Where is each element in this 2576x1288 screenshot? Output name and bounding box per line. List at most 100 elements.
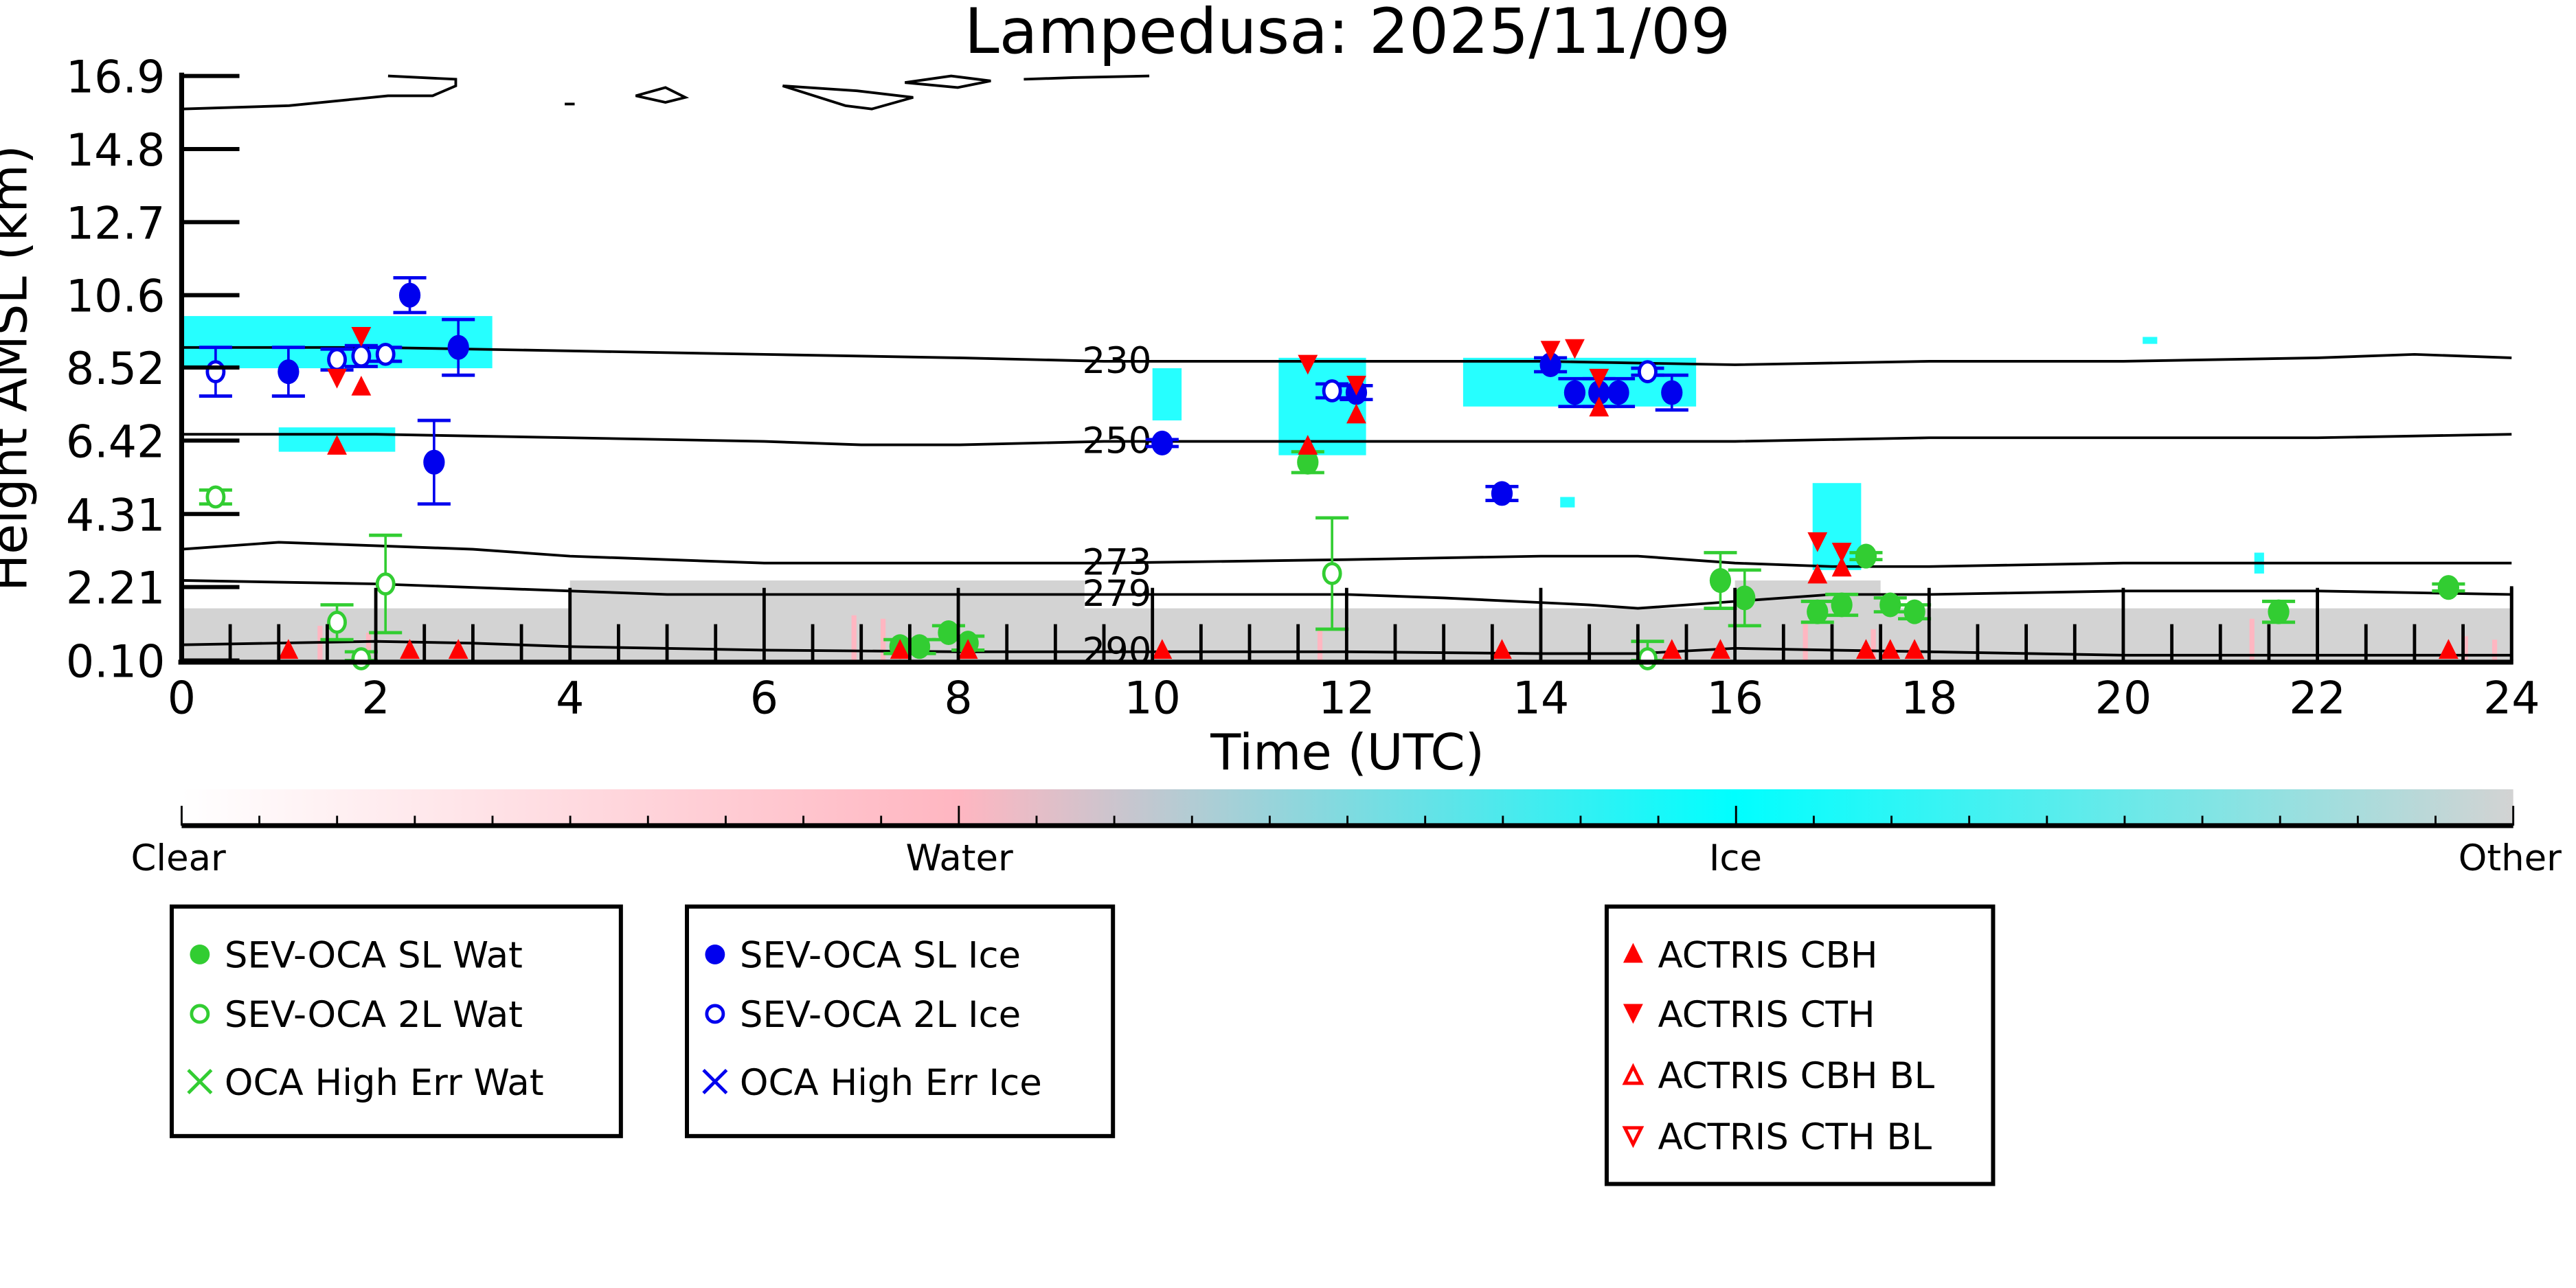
legend-label: SEV-OCA SL Ice — [740, 935, 1021, 977]
marker-sev-oca-sl-ice — [1607, 380, 1629, 405]
open-circle-icon — [190, 1004, 210, 1024]
marker-actris-cbh — [1710, 639, 1730, 659]
open-circle-icon — [705, 1004, 725, 1024]
markers-layer — [199, 275, 2465, 670]
x-axis-title: Time (UTC) — [1210, 724, 1484, 782]
cloud-region-water — [851, 615, 857, 661]
marker-actris-cbh — [890, 639, 910, 659]
legend-label: ACTRIS CTH — [1658, 994, 1875, 1036]
marker-actris-cbh — [1904, 639, 1925, 659]
marker-actris-cth — [1807, 532, 1828, 552]
cloud-region-water — [880, 618, 886, 661]
legend-box — [169, 904, 623, 1138]
marker-sev-oca-sl-ice — [398, 282, 421, 308]
marker-sev-oca-2l-wat — [327, 610, 347, 634]
marker-sev-oca-2l-ice — [351, 344, 372, 368]
marker-actris-cbh — [1589, 396, 1609, 417]
x-mark-icon — [702, 1068, 728, 1095]
marker-sev-oca-sl-ice — [447, 335, 469, 360]
marker-sev-oca-sl-wat — [1855, 543, 1877, 569]
marker-actris-cth — [1346, 375, 1366, 396]
marker-sev-oca-sl-ice — [278, 359, 300, 385]
x-tick-label: 18 — [1901, 673, 1958, 724]
legend-water: SEV-OCA SL Wat SEV-OCA 2L Wat OCA High E… — [169, 904, 623, 1138]
cloud-region-ice — [1812, 483, 1862, 570]
colorbar-label-water: Water — [905, 837, 1013, 879]
marker-actris-cbh — [958, 639, 978, 659]
marker-actris-cth — [1540, 341, 1561, 361]
marker-sev-oca-2l-wat — [1638, 647, 1658, 670]
marker-actris-cth — [1831, 543, 1852, 563]
marker-actris-cbh — [1807, 563, 1828, 584]
marker-actris-cbh — [1298, 435, 1318, 455]
marker-actris-cbh — [327, 435, 347, 455]
cloud-region-water — [1317, 629, 1323, 661]
marker-actris-cbh — [1346, 403, 1366, 424]
marker-sev-oca-2l-ice — [1322, 379, 1342, 403]
marker-actris-cbh — [2438, 639, 2459, 659]
contour-label-290: 290 — [1082, 631, 1151, 673]
colorbar-ticks — [180, 806, 2515, 826]
upper-contours — [181, 74, 1150, 111]
legend-label: SEV-OCA 2L Wat — [225, 994, 523, 1036]
marker-actris-cth — [351, 327, 372, 347]
y-tick-label: 4.31 — [66, 490, 165, 541]
marker-sev-oca-sl-ice — [1563, 380, 1586, 405]
cloud-region-water — [365, 633, 372, 661]
marker-sev-oca-2l-wat — [1322, 562, 1342, 585]
marker-sev-oca-2l-ice — [205, 360, 226, 383]
x-tick-label: 2 — [361, 673, 389, 724]
open-triangle-down-icon — [1622, 1126, 1645, 1149]
x-tick-label: 22 — [2289, 673, 2346, 724]
marker-sev-oca-sl-wat — [1831, 592, 1853, 618]
contour-line-273 — [181, 541, 2512, 568]
y-tick-label: 2.21 — [66, 563, 165, 615]
marker-sev-oca-2l-ice — [327, 348, 347, 372]
x-tick-label: 4 — [556, 673, 584, 724]
marker-actris-cbh — [1856, 639, 1876, 659]
marker-actris-cbh — [1880, 639, 1901, 659]
marker-actris-cbh — [448, 639, 468, 659]
marker-actris-cbh — [1152, 639, 1173, 659]
cloud-region-ice — [1560, 497, 1575, 508]
marker-sev-oca-sl-wat — [2437, 575, 2460, 600]
marker-actris-cbh — [1662, 639, 1682, 659]
marker-sev-oca-2l-wat — [375, 572, 396, 596]
cloud-region-water — [1871, 629, 1876, 661]
legend-box — [684, 904, 1116, 1138]
x-tick-label: 14 — [1513, 673, 1570, 724]
y-tick-label: 6.42 — [66, 416, 165, 468]
contour-line-250 — [181, 433, 2512, 447]
contour-label-230: 230 — [1082, 340, 1151, 382]
open-triangle-up-icon — [1622, 1063, 1645, 1085]
marker-sev-oca-2l-wat — [205, 485, 226, 509]
y-axis-title: Height AMSL (km) — [0, 145, 38, 591]
x-tick-label: 10 — [1124, 673, 1181, 724]
colorbar-label-ice: Ice — [1709, 837, 1762, 879]
y-tick-label: 10.6 — [66, 271, 165, 323]
legend-label: ACTRIS CBH BL — [1658, 1055, 1934, 1097]
contour-label-279: 279 — [1082, 573, 1151, 615]
legend-label: SEV-OCA 2L Ice — [740, 994, 1021, 1036]
marker-actris-cbh — [351, 375, 372, 396]
marker-actris-cbh — [278, 639, 299, 659]
x-tick-label: 8 — [944, 673, 972, 724]
legend-ice: SEV-OCA SL Ice SEV-OCA 2L Ice OCA High E… — [684, 904, 1116, 1138]
marker-actris-cbh — [1831, 556, 1852, 577]
legend-label: OCA High Err Wat — [225, 1062, 544, 1104]
filled-circle-icon — [190, 945, 210, 964]
marker-sev-oca-sl-ice — [1661, 380, 1683, 405]
chart-title: Lampedusa: 2025/11/09 — [964, 0, 1731, 68]
x-mark-icon — [187, 1068, 213, 1095]
legend-label: ACTRIS CTH BL — [1658, 1116, 1932, 1158]
marker-sev-oca-sl-wat — [1807, 599, 1829, 624]
marker-sev-oca-sl-wat — [1903, 599, 1925, 624]
marker-sev-oca-sl-wat — [1297, 449, 1319, 475]
contour-label-250: 250 — [1082, 420, 1151, 462]
cloud-region-water — [2249, 618, 2255, 661]
marker-sev-oca-sl-wat — [2268, 599, 2290, 624]
marker-sev-oca-sl-ice — [1491, 481, 1513, 506]
